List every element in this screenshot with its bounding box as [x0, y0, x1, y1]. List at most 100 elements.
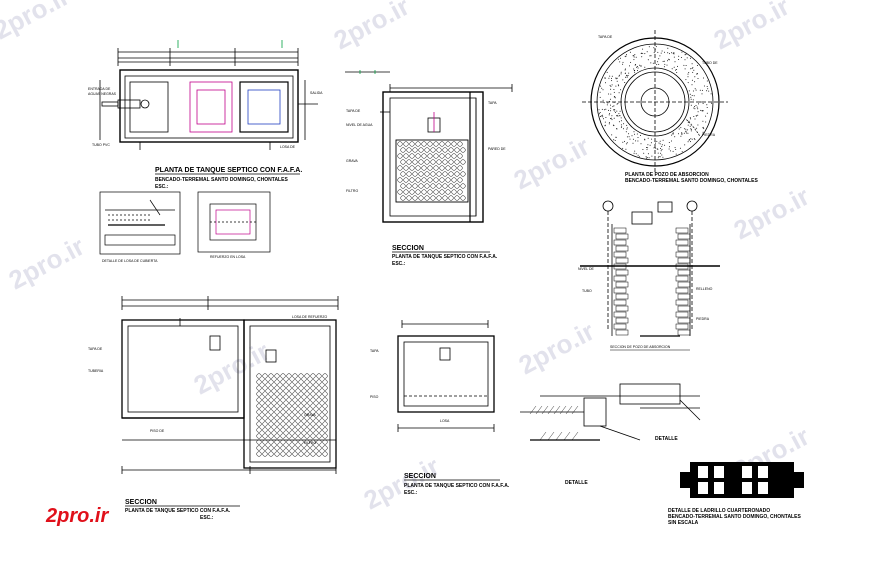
stipple-dot — [652, 62, 654, 64]
gravel-stone — [316, 451, 322, 457]
gravel-stone — [454, 171, 460, 177]
stipple-dot — [647, 137, 649, 139]
gravel-stone — [322, 439, 328, 445]
stipple-dot — [700, 101, 701, 103]
stipple-dot — [598, 113, 600, 115]
stipple-dot — [684, 144, 686, 146]
gravel-pattern-circle — [598, 46, 712, 159]
gravel-stone — [427, 153, 433, 159]
stipple-dot — [694, 81, 696, 83]
stipple-dot — [662, 156, 664, 158]
gravel-pattern-top — [397, 141, 466, 201]
stipple-dot — [607, 102, 609, 104]
gravel-stone — [304, 373, 310, 379]
gravel-stone — [436, 171, 442, 177]
section-top-note-6: PARED DE — [488, 147, 506, 151]
stipple-dot — [605, 108, 607, 110]
stipple-dot — [690, 130, 692, 132]
section-top-note-4: FILTRO — [346, 189, 358, 193]
gravel-stone — [280, 397, 286, 403]
stipple-dot — [646, 51, 648, 53]
stipple-dot — [702, 103, 704, 104]
stipple-dot — [701, 93, 703, 95]
stipple-dot — [681, 133, 683, 134]
stipple-dot — [614, 97, 616, 99]
brick — [677, 293, 691, 300]
stipple-dot — [691, 68, 693, 69]
gravel-stone — [268, 397, 274, 403]
gravel-stone — [409, 189, 415, 195]
brick — [613, 287, 627, 294]
gravel-stone — [286, 439, 292, 445]
brick — [613, 323, 627, 330]
gravel-stone — [436, 183, 442, 189]
stipple-dot — [633, 68, 635, 70]
gravel-stone — [448, 147, 454, 153]
brick — [677, 305, 691, 312]
stipple-dot — [619, 115, 621, 117]
stipple-dot — [637, 154, 639, 156]
stipple-dot — [692, 71, 694, 73]
gravel-stone — [442, 195, 448, 201]
stipple-dot — [681, 134, 683, 136]
stipple-dot — [618, 75, 620, 77]
stipple-dot — [689, 117, 691, 119]
gravel-stone — [424, 195, 430, 201]
stipple-dot — [690, 118, 692, 120]
gravel-stone — [298, 451, 304, 457]
stipple-dot — [668, 53, 670, 55]
stipple-dot — [697, 73, 698, 75]
stipple-dot — [659, 140, 661, 142]
gravel-stone — [310, 379, 316, 385]
gravel-stone — [451, 153, 457, 159]
brick — [675, 299, 689, 306]
gravel-stone — [292, 415, 298, 421]
stipple-dot — [637, 67, 639, 69]
stipple-dot — [613, 117, 615, 119]
bottom-left-note-3: PISO DE — [150, 429, 165, 433]
gravel-stone — [262, 385, 268, 391]
brick — [675, 323, 689, 330]
gravel-stone — [304, 409, 310, 415]
stipple-dot — [620, 117, 622, 119]
stipple-dot — [653, 147, 655, 149]
gravel-stone — [268, 427, 274, 433]
gravel-stone — [292, 391, 298, 397]
stipple-dot — [608, 77, 610, 79]
gravel-stone — [454, 159, 460, 165]
gravel-stone — [397, 153, 403, 159]
stipple-dot — [667, 47, 669, 49]
brick — [613, 299, 627, 306]
stipple-dot — [698, 103, 699, 105]
bottom-left-note-1: TAPA DE — [88, 347, 103, 351]
gravel-stone — [460, 159, 466, 165]
stipple-dot — [644, 53, 646, 55]
stipple-dot — [653, 52, 655, 54]
stipple-dot — [705, 115, 707, 117]
gravel-stone — [286, 403, 292, 409]
bottom-left-note-5: GRAVA — [304, 413, 316, 417]
stipple-dot — [610, 88, 612, 90]
stipple-dot — [706, 104, 708, 106]
stipple-dot — [664, 144, 666, 146]
gravel-stone — [298, 403, 304, 409]
stipple-dot — [602, 99, 604, 101]
stipple-dot — [609, 84, 611, 86]
stipple-dot — [609, 113, 611, 115]
stipple-dot — [654, 49, 656, 51]
gravel-stone — [274, 403, 280, 409]
stipple-dot — [624, 68, 626, 70]
stipple-dot — [603, 118, 604, 120]
stipple-dot — [693, 69, 695, 71]
stipple-dot — [699, 89, 701, 91]
detalle-label-2: DETALLE — [565, 480, 588, 486]
section-top-drawing — [345, 70, 513, 223]
gravel-stone — [316, 445, 322, 451]
absorption-note-3: RELLENO — [696, 287, 713, 291]
circle-note-3: PIEDRA — [702, 133, 716, 137]
gravel-pattern-bottom-left — [256, 373, 328, 457]
stipple-dot — [648, 157, 650, 159]
stipple-dot — [651, 155, 653, 157]
stipple-dot — [678, 128, 680, 130]
stipple-dot — [616, 128, 618, 129]
